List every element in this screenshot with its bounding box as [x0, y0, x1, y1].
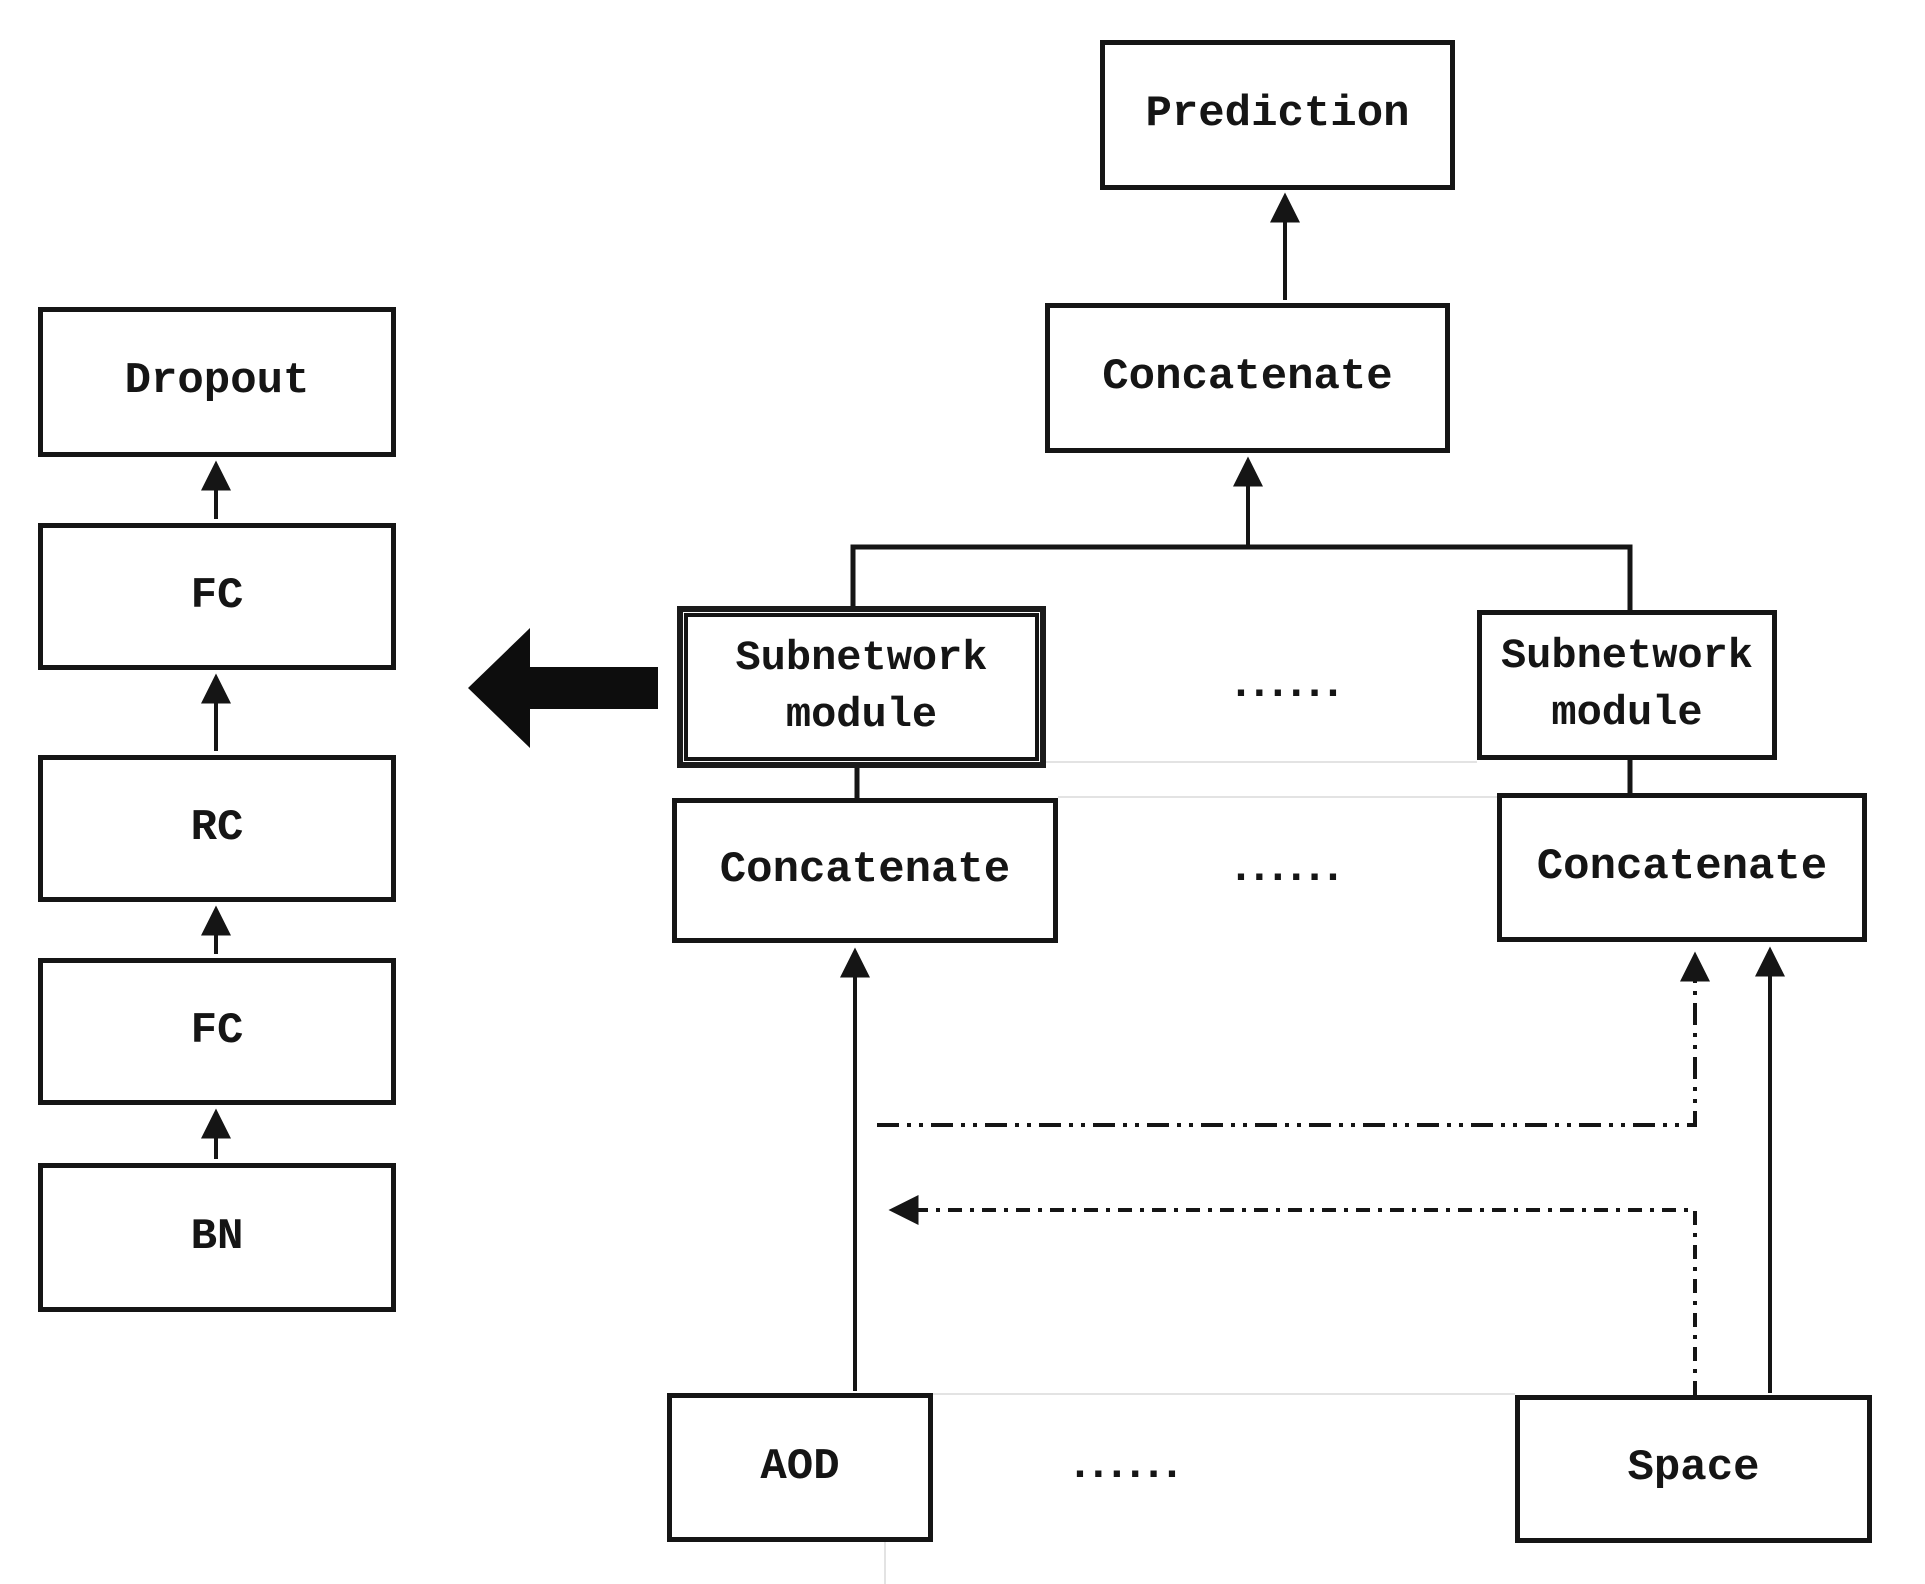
box-fc-lower-label: FC — [190, 1005, 244, 1056]
ellipsis-inputs: ...... — [1066, 1441, 1185, 1491]
big-left-arrow — [468, 628, 658, 748]
box-subnetwork-module-left-label: Subnetwork module — [735, 634, 988, 739]
ellipsis-concatenates: ...... — [1227, 844, 1346, 894]
box-subnetwork-module-right-label: Subnetwork module — [1500, 632, 1754, 737]
box-fc-upper-label: FC — [190, 570, 244, 621]
box-concatenate-top: Concatenate — [1045, 303, 1450, 453]
box-space-label: Space — [1627, 1443, 1760, 1494]
box-subnetwork-module-right: Subnetwork module — [1477, 610, 1777, 760]
box-concatenate-right: Concatenate — [1497, 793, 1867, 942]
box-dropout: Dropout — [38, 307, 396, 457]
box-bn-label: BN — [190, 1211, 244, 1262]
box-prediction-label: Prediction — [1145, 89, 1410, 140]
box-aod-label: AOD — [760, 1441, 840, 1492]
box-concatenate-right-label: Concatenate — [1536, 841, 1828, 892]
box-fc-lower: FC — [38, 958, 396, 1105]
dashed-arrow-aod-to-right-concatenate — [877, 951, 1710, 1127]
box-prediction: Prediction — [1100, 40, 1455, 190]
box-dropout-label: Dropout — [124, 356, 310, 407]
box-bn: BN — [38, 1163, 396, 1312]
branch-line-subnetworks — [850, 544, 1633, 610]
box-rc-label: RC — [190, 802, 244, 853]
box-rc: RC — [38, 755, 396, 902]
box-concatenate-left: Concatenate — [672, 798, 1058, 943]
box-fc-upper: FC — [38, 523, 396, 670]
dashed-arrow-space-to-left-concatenate — [888, 1195, 1697, 1395]
box-concatenate-left-label: Concatenate — [719, 844, 1011, 895]
ellipsis-subnetworks: ...... — [1227, 660, 1346, 710]
box-aod: AOD — [667, 1393, 933, 1542]
box-subnetwork-module-left: Subnetwork module — [677, 606, 1046, 768]
box-space: Space — [1515, 1395, 1872, 1543]
box-concatenate-top-label: Concatenate — [1102, 352, 1393, 403]
